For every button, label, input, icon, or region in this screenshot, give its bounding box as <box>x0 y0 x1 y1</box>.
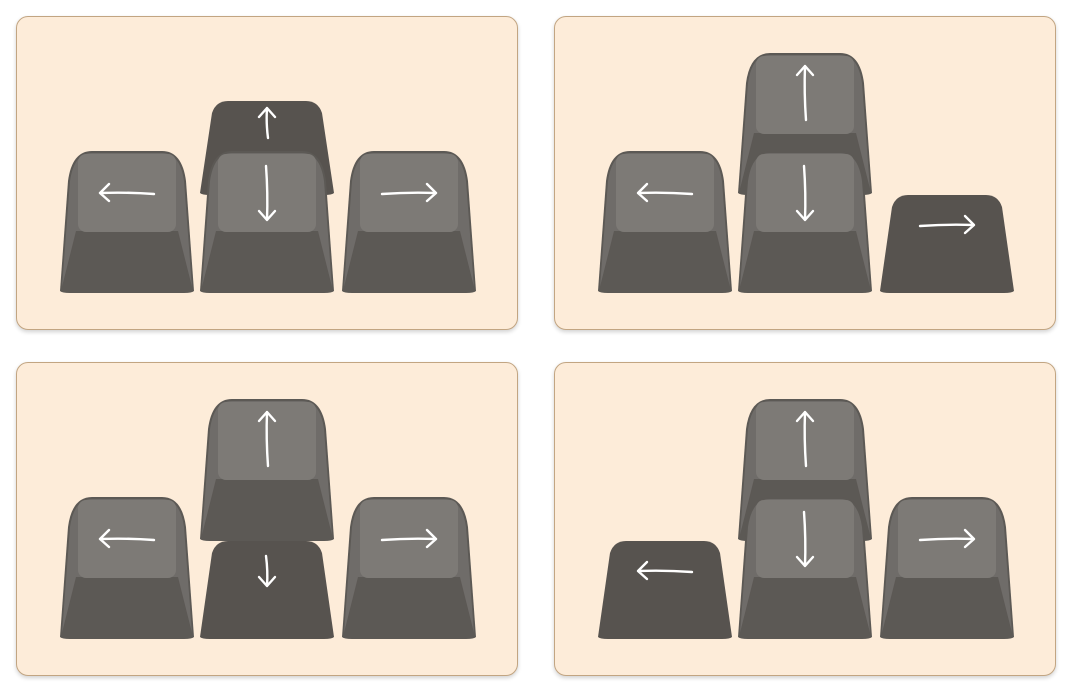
left-arrow-key[interactable] <box>60 497 194 639</box>
arrow-right-icon <box>380 528 438 549</box>
arrow-right-icon <box>918 528 976 549</box>
keys-svg <box>60 101 476 293</box>
arrow-up-icon <box>257 106 277 140</box>
arrow-down-icon <box>257 554 277 588</box>
down-arrow-key[interactable] <box>738 151 872 293</box>
arrow-down-icon <box>795 510 815 568</box>
down-arrow-key-pressed[interactable] <box>200 541 334 639</box>
keys-svg <box>598 53 1014 293</box>
arrow-right-icon <box>918 214 976 235</box>
up-arrow-key[interactable] <box>200 399 334 541</box>
panel-up-pressed <box>16 16 518 330</box>
arrow-down-icon <box>257 164 277 222</box>
panel-left-pressed <box>554 362 1056 676</box>
right-arrow-key[interactable] <box>880 497 1014 639</box>
arrow-left-icon <box>636 182 694 203</box>
arrow-left-icon <box>98 528 156 549</box>
arrow-left-icon <box>98 182 156 203</box>
left-arrow-key[interactable] <box>60 151 194 293</box>
arrow-down-icon <box>795 164 815 222</box>
keys-svg <box>60 399 476 639</box>
left-arrow-key[interactable] <box>598 151 732 293</box>
right-arrow-key[interactable] <box>342 497 476 639</box>
arrow-right-icon <box>380 182 438 203</box>
right-arrow-key[interactable] <box>342 151 476 293</box>
right-arrow-key-pressed[interactable] <box>880 195 1014 293</box>
down-arrow-key[interactable] <box>200 151 334 293</box>
arrow-up-icon <box>795 64 815 122</box>
arrow-up-icon <box>257 410 277 468</box>
panel-right-pressed <box>554 16 1056 330</box>
arrow-left-icon <box>636 560 694 581</box>
panel-down-pressed <box>16 362 518 676</box>
arrow-up-icon <box>795 410 815 468</box>
down-arrow-key[interactable] <box>738 497 872 639</box>
keys-svg <box>598 399 1014 639</box>
left-arrow-key-pressed[interactable] <box>598 541 732 639</box>
